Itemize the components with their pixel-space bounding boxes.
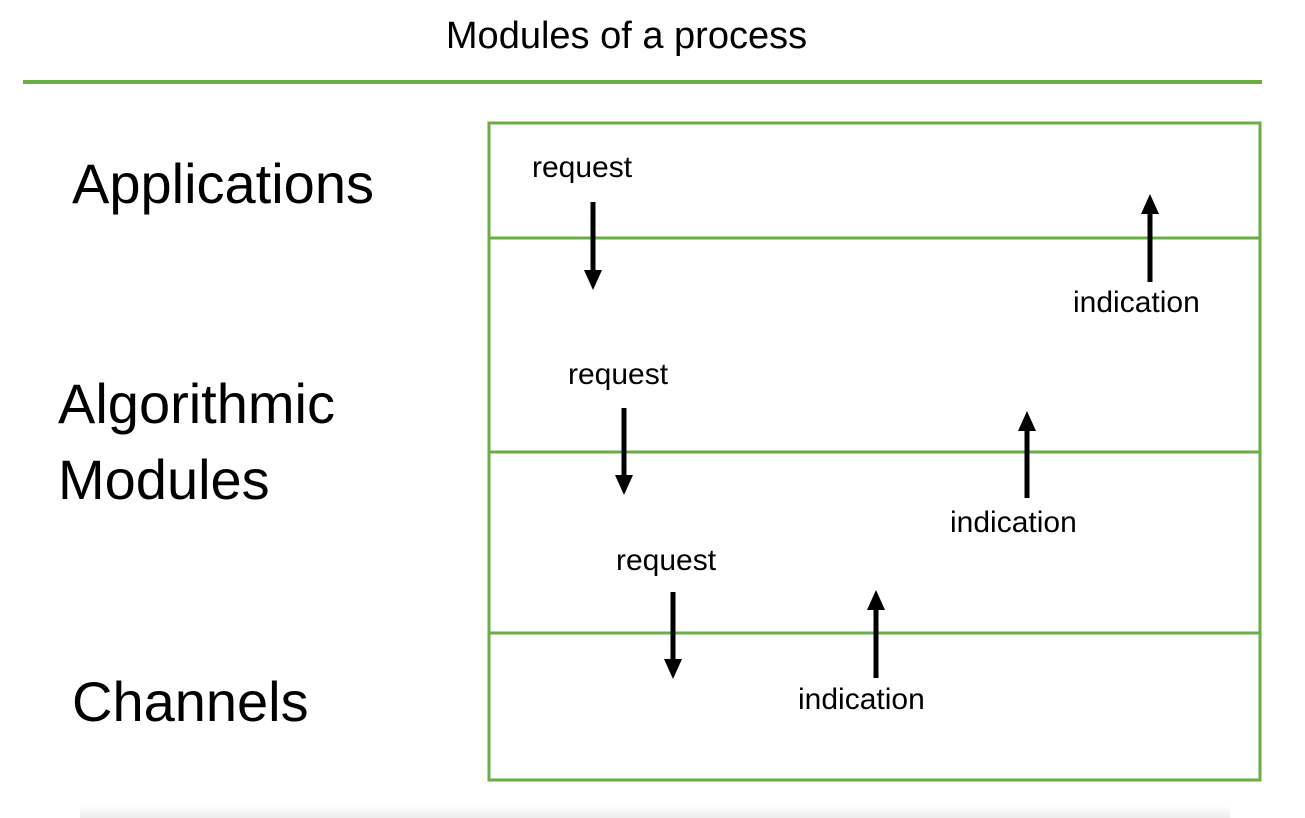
layer-label-channels: Channels [72,670,309,733]
request-arrow-3 [664,592,682,679]
request-arrow-2 [615,408,633,495]
layer-label-algorithmic-line1: Algorithmic [58,372,335,435]
indication-arrow-2 [1018,411,1036,498]
title-divider [23,80,1262,84]
request-label-2: request [568,358,669,391]
indication-label-3: indication [798,683,925,716]
indication-arrow-3 [867,590,885,678]
layer-label-algorithmic-modules: Algorithmic Modules [58,366,335,518]
indication-label-2: indication [950,506,1077,539]
layer-label-applications: Applications [72,152,374,215]
bottom-shadow [80,806,1230,818]
page-title: Modules of a process [445,15,808,57]
request-label-1: request [532,151,633,184]
indication-label-1: indication [1073,286,1200,319]
indication-arrow-1 [1141,194,1159,282]
request-arrow-1 [584,202,602,290]
request-label-3: request [616,544,717,577]
layer-label-algorithmic-line2: Modules [58,448,270,511]
